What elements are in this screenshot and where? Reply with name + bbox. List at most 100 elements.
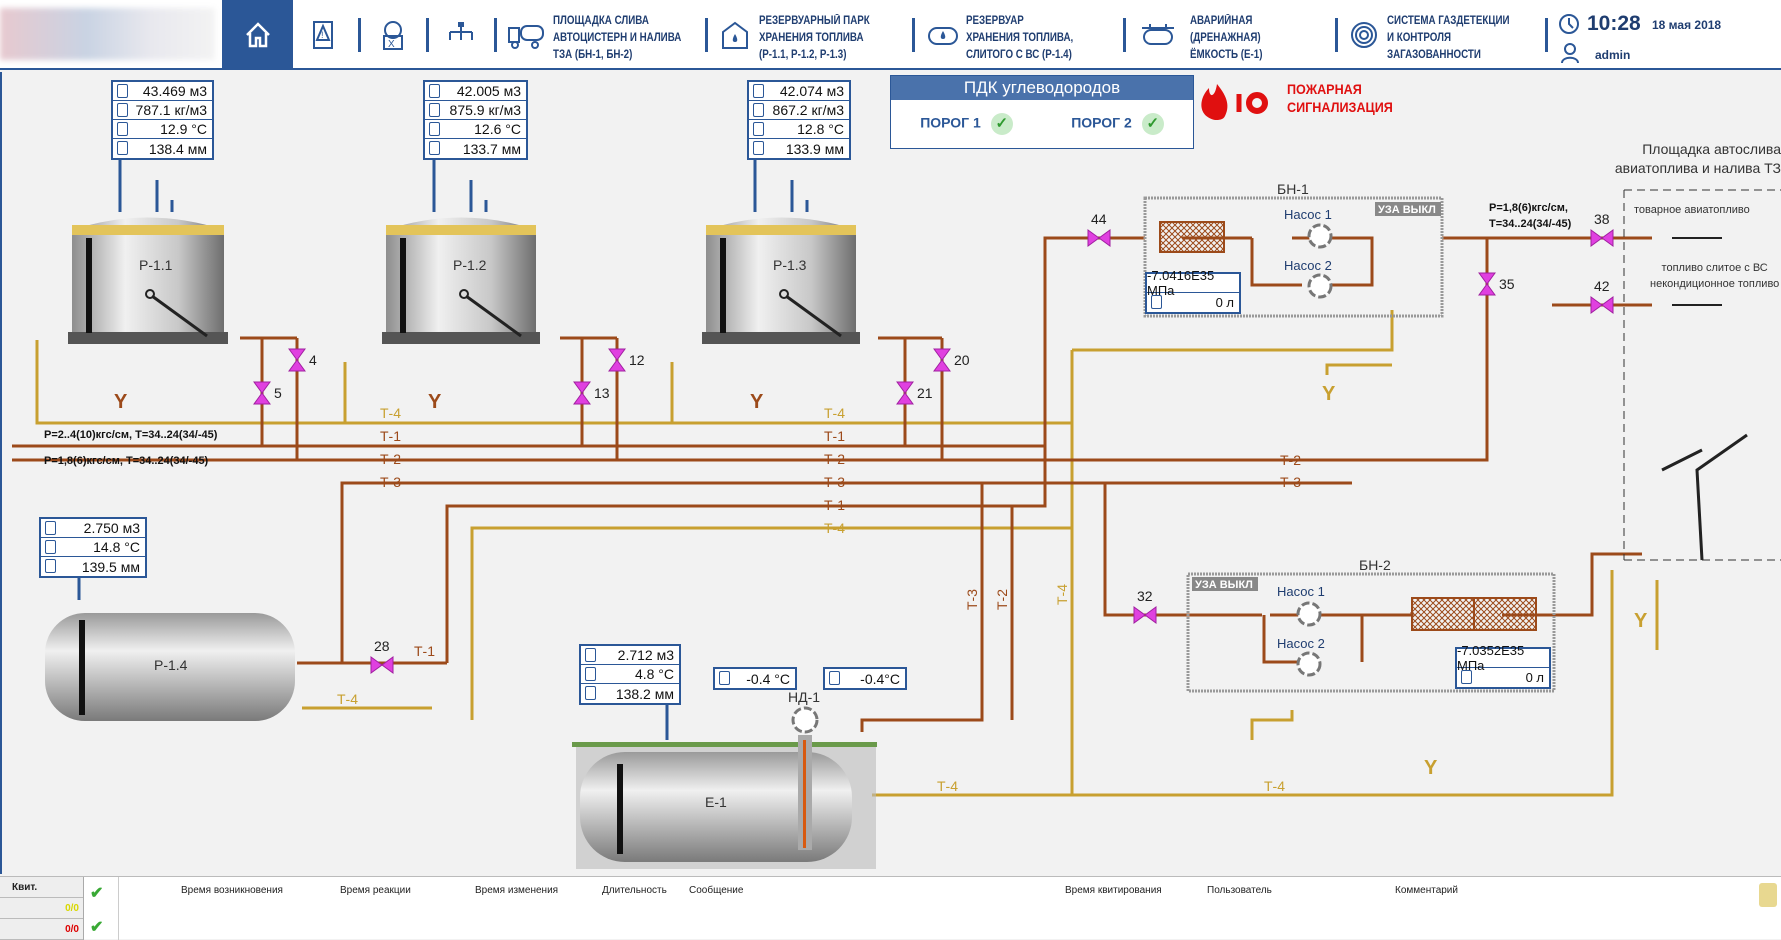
alarm-document-icon[interactable]: ! (308, 18, 342, 52)
density-icon (117, 103, 128, 117)
pipe-label-t1: Т-1 (414, 643, 435, 659)
pipe-label-t1: Т-1 (824, 497, 845, 513)
ack-all-check-icon[interactable]: ✔ (90, 919, 104, 936)
clock-icon (1559, 14, 1579, 34)
temp-sensor-b: -0.4°C (823, 667, 907, 690)
excel-report-icon[interactable]: X (376, 18, 410, 52)
column-header[interactable]: Комментарий (1395, 885, 1458, 896)
valve-label: 42 (1594, 278, 1610, 294)
valve-12[interactable]: 12 (608, 348, 645, 372)
counter-icon (1461, 670, 1472, 684)
pipe-label-t3: Т-3 (824, 474, 845, 490)
pump-station-bn1[interactable]: УЗА ВЫКЛ БН-1 Насос 1 Насос 2 (1143, 181, 1444, 318)
check-icon: ✓ (1141, 113, 1164, 135)
valve-44[interactable]: 44 (1087, 211, 1111, 247)
drain-icon: Y (428, 391, 442, 413)
svg-text:!: ! (321, 30, 324, 40)
pump-1-label: Насос 1 (1284, 207, 1332, 222)
threshold-1: ПОРОГ 1✓ (920, 113, 1013, 135)
tank-e1-readings: 2.712 м3 4.8 °C 138.2 мм (579, 644, 681, 705)
pump-1-icon[interactable] (1296, 601, 1322, 627)
pump-2-icon[interactable] (1307, 273, 1333, 299)
tank-name: Р-1.2 (453, 257, 487, 273)
process-scheme: Т-4 Т-4 Т-4 Т-4 Т-4 Т-4 Т-1 Т-1 Т-1 Т-1 … (0, 72, 1781, 874)
volume-value: 0 л (1215, 295, 1234, 310)
horizontal-tank-icon[interactable] (925, 18, 961, 52)
column-header[interactable]: Сообщение (689, 885, 744, 896)
count-warnings: 0/0 (0, 898, 83, 919)
valve-38[interactable]: 38 (1590, 211, 1614, 247)
tank-e1[interactable]: Е-1 НД-1 (572, 689, 877, 869)
drain-tank-icon[interactable] (1138, 18, 1178, 52)
valve-5[interactable]: 5 (253, 381, 282, 405)
ack-check-icon[interactable]: ✔ (90, 885, 104, 902)
company-logo (0, 8, 215, 60)
tank-p11[interactable]: Р-1.1 (68, 217, 228, 345)
hierarchy-icon[interactable] (444, 18, 478, 52)
thermometer-icon (829, 671, 840, 685)
thermometer-icon (429, 122, 440, 136)
tanker-truck-icon[interactable] (507, 18, 545, 52)
pump-1-icon[interactable] (1307, 223, 1333, 249)
nav-emergency-tank[interactable]: АВАРИЙНАЯ(ДРЕНАЖНАЯ)ЁМКОСТЬ (Е-1) (1190, 15, 1263, 61)
valve-42[interactable]: 42 (1590, 278, 1614, 314)
level-icon (117, 141, 128, 155)
hydrocarbon-pdk-panel: ПДК углеводородов ПОРОГ 1✓ ПОРОГ 2✓ (890, 75, 1194, 149)
valve-13[interactable]: 13 (573, 381, 610, 405)
gas-detection-icon[interactable] (1347, 18, 1381, 52)
pump-1-label: Насос 1 (1277, 584, 1325, 599)
pump-nd1-icon[interactable] (791, 706, 819, 734)
pipe-label-t4: Т-4 (937, 778, 958, 794)
valve-28[interactable]: 28 (370, 638, 394, 674)
user-icon (1561, 43, 1579, 64)
thermometer-icon (117, 122, 128, 136)
column-header[interactable]: Время реакции (340, 885, 411, 896)
bn2-readings: -7.0352E35 МПа 0 л (1455, 643, 1551, 689)
density-icon (429, 103, 440, 117)
tank-farm-icon[interactable] (718, 18, 752, 52)
loading-arm-icon[interactable] (1661, 433, 1748, 561)
pipe-label-t4: Т-4 (337, 691, 358, 707)
level-icon (45, 559, 56, 573)
tank-p13-readings: 42.074 м3 867.2 кг/м3 12.8 °C 133.9 мм (747, 80, 851, 160)
tank-p14[interactable]: Р-1.4 (45, 613, 295, 721)
pump-station-bn2[interactable]: УЗА ВЫКЛ БН-2 Насос 1 Насос 2 (1186, 557, 1556, 693)
valve-32[interactable]: 32 (1133, 588, 1157, 624)
sound-icon[interactable] (1759, 883, 1777, 907)
valve-label: 21 (917, 385, 933, 401)
current-user[interactable]: admin (1595, 48, 1631, 62)
acknowledge-checkbox[interactable]: Квит. (0, 877, 83, 898)
valve-20[interactable]: 20 (933, 348, 970, 372)
column-header[interactable]: Время квитирования (1065, 885, 1162, 896)
thermometer-icon (585, 667, 596, 681)
tank-p13[interactable]: Р-1.3 (702, 217, 860, 345)
valve-label: 32 (1137, 588, 1153, 604)
column-header[interactable]: Длительность (602, 885, 667, 896)
pump-2-icon[interactable] (1296, 651, 1322, 677)
tank-name: Р-1.4 (154, 657, 188, 673)
valve-35[interactable]: 35 (1478, 272, 1515, 296)
station-name: БН-2 (1359, 557, 1391, 573)
column-header[interactable]: Время изменения (475, 885, 559, 896)
valve-21[interactable]: 21 (896, 381, 933, 405)
column-header[interactable]: Пользователь (1207, 885, 1272, 896)
tank-name: Р-1.1 (139, 257, 173, 273)
volume-icon (117, 84, 128, 98)
valve-label: 28 (374, 638, 390, 654)
tank-p12[interactable]: Р-1.2 (382, 217, 540, 345)
valve-4[interactable]: 4 (288, 348, 317, 372)
valve-label: 38 (1594, 211, 1610, 227)
valve-label: 12 (629, 352, 645, 368)
uza-status: УЗА ВЫКЛ (1378, 204, 1436, 216)
column-header[interactable]: Время возникновения (181, 885, 283, 896)
product-commercial: товарное авиатопливо (1634, 204, 1750, 216)
home-button[interactable] (222, 0, 293, 70)
alarm-table: Время возникновения Время реакции Время … (118, 877, 1755, 940)
pipes-t4 (35, 310, 1659, 797)
clock-date: 18 мая 2018 (1652, 18, 1722, 32)
